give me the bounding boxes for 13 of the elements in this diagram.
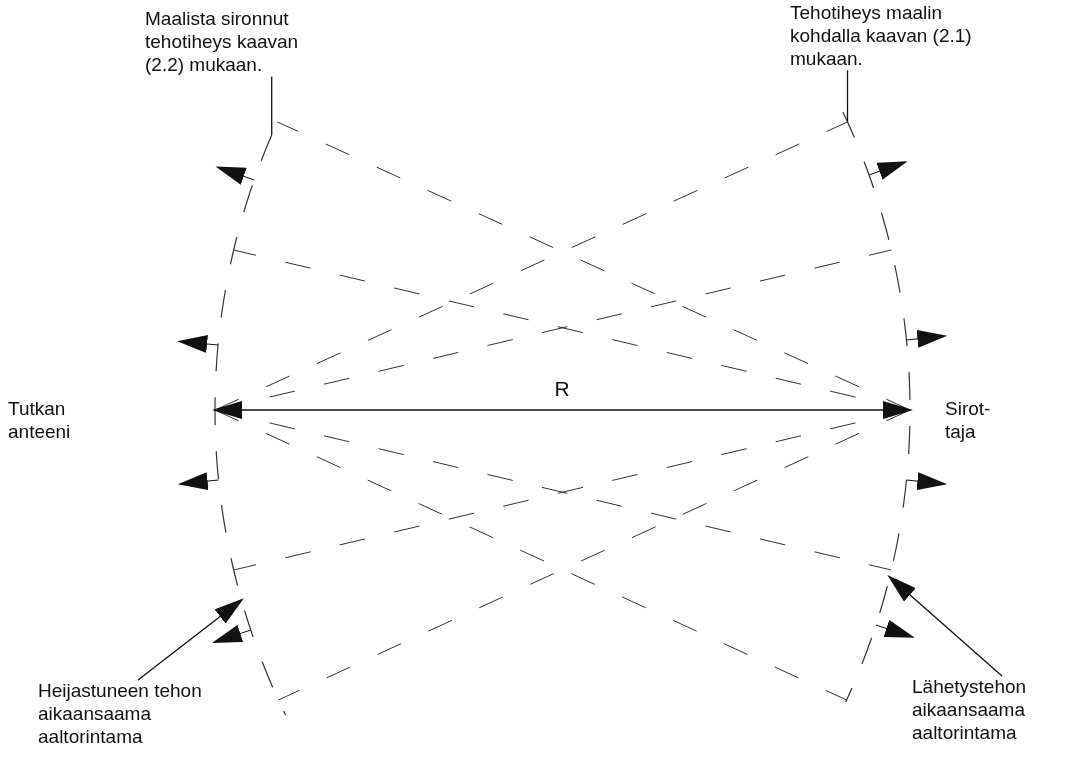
node-label: Heijastuneen tehon aikaansaama aaltorintama [38,680,203,749]
leader-line [846,69,849,123]
leader-arrow [888,575,1003,677]
node-label: Maalista sironnut tehotiheys kaavan (2.2) mukaan. [145,8,300,77]
node-label: Sirot- taja [945,398,992,444]
wavefront-arc [214,134,287,716]
distance-arrow [213,401,912,419]
wavefront-arc [842,111,911,703]
leader-line [271,75,273,136]
node-label: Tutkan anteeni [8,398,72,444]
node-label: Lähetystehon aikaansaama aaltorintama [912,676,1028,745]
leader-arrow [137,598,243,681]
node-label: Tehotiheys maalin kohdalla kaavan (2.1) mukaan. [790,2,973,71]
